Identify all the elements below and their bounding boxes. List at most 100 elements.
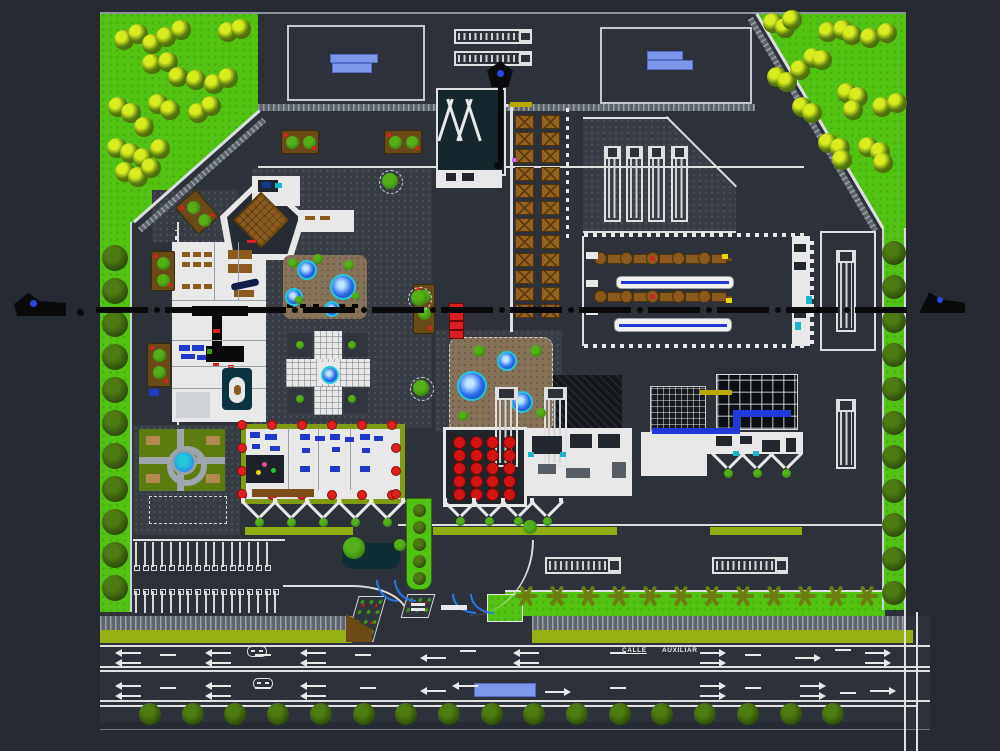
tree-icon bbox=[608, 703, 631, 725]
section-marker-left-dot bbox=[30, 300, 37, 307]
road-line bbox=[583, 231, 736, 233]
lane-arrow-part bbox=[306, 652, 326, 654]
tree-icon bbox=[651, 703, 674, 725]
parking-stripe bbox=[187, 542, 190, 567]
canopy-post bbox=[241, 498, 245, 502]
detail-spec bbox=[179, 345, 190, 351]
planter-tree-icon bbox=[184, 198, 203, 218]
umbrella-table-icon bbox=[469, 475, 483, 488]
parking-tick bbox=[238, 565, 245, 571]
tree-icon bbox=[882, 513, 906, 537]
detail-spec bbox=[252, 489, 314, 497]
detail-spec bbox=[275, 183, 282, 188]
detail-spec bbox=[360, 466, 370, 472]
parking-stripe bbox=[230, 542, 233, 567]
parking-tick bbox=[142, 589, 149, 595]
shrub-x-icon bbox=[701, 585, 723, 607]
truck-icon bbox=[671, 146, 688, 222]
tree-icon bbox=[139, 703, 161, 725]
lane-arrow-part bbox=[700, 685, 720, 687]
detail-spec bbox=[598, 434, 620, 448]
tree-icon bbox=[181, 703, 204, 725]
tree-icon bbox=[201, 96, 221, 116]
detail-spec bbox=[300, 434, 310, 440]
road-line bbox=[100, 630, 352, 643]
shrub-x-icon bbox=[670, 585, 692, 607]
canopy-post bbox=[273, 498, 277, 502]
lane-dash bbox=[255, 687, 271, 689]
lane-arrow-part bbox=[115, 692, 122, 700]
lane-dash bbox=[355, 654, 371, 656]
bush-icon bbox=[295, 296, 303, 304]
parking-tick bbox=[142, 565, 149, 571]
canopy-plant-icon bbox=[513, 516, 523, 526]
crate-icon bbox=[515, 149, 534, 164]
truck-cab bbox=[608, 559, 621, 572]
fountain-icon bbox=[171, 449, 197, 475]
detail-spec bbox=[288, 428, 289, 490]
parking-stripe bbox=[195, 542, 198, 567]
planter-tree-icon bbox=[156, 257, 170, 270]
section-line-segment bbox=[234, 307, 286, 313]
column-icon bbox=[391, 489, 401, 499]
lane-arrow-part bbox=[519, 662, 539, 664]
axis-end-dot bbox=[494, 162, 503, 169]
crate-icon bbox=[515, 269, 534, 284]
road-line bbox=[100, 670, 930, 672]
lane-arrow-part bbox=[452, 682, 459, 690]
planter-tree-icon bbox=[412, 538, 426, 551]
tree-icon bbox=[224, 703, 247, 725]
parking-tick bbox=[255, 565, 262, 571]
bush-icon bbox=[343, 537, 365, 559]
detail-spec bbox=[262, 462, 267, 467]
umbrella-table-icon bbox=[502, 462, 516, 475]
canopy-plant-icon bbox=[542, 516, 552, 526]
lane-dash bbox=[840, 692, 856, 694]
service-rooms-ext bbox=[641, 454, 707, 476]
tree-icon bbox=[134, 117, 154, 137]
truck-cab bbox=[673, 146, 686, 159]
lane-arrow-icon bbox=[865, 649, 891, 657]
detail-spec bbox=[213, 329, 220, 333]
road-line bbox=[130, 222, 132, 612]
lane-arrow-part bbox=[205, 692, 212, 700]
parking-tick bbox=[168, 589, 175, 595]
column-icon bbox=[357, 490, 367, 500]
detail-spec bbox=[586, 280, 598, 287]
truck-cab bbox=[838, 399, 854, 412]
parking-stripe bbox=[143, 591, 146, 613]
parking-tick bbox=[160, 589, 167, 595]
detail-spec bbox=[806, 296, 812, 304]
crate-icon bbox=[515, 132, 534, 147]
detail-spec bbox=[172, 340, 266, 341]
tree-ring bbox=[410, 377, 434, 401]
tree-icon bbox=[882, 547, 906, 571]
detail-spec bbox=[270, 446, 280, 451]
crate-icon bbox=[515, 218, 534, 233]
tree-icon bbox=[218, 68, 238, 88]
truck-cab bbox=[497, 387, 516, 400]
section-dot bbox=[222, 307, 229, 313]
parking-tick bbox=[194, 589, 201, 595]
lane-arrow-part bbox=[795, 657, 815, 659]
lane-arrow-part bbox=[719, 682, 726, 690]
detail-spec bbox=[374, 436, 383, 441]
detail-spec bbox=[192, 306, 248, 316]
detail-spec bbox=[733, 451, 739, 456]
section-line-segment bbox=[855, 307, 907, 313]
tree-icon bbox=[102, 377, 128, 403]
detail-spec bbox=[206, 436, 220, 445]
detail-spec bbox=[650, 256, 655, 261]
section-line-segment bbox=[717, 307, 769, 313]
lane-arrow-part bbox=[420, 654, 427, 662]
detail-spec bbox=[252, 444, 260, 449]
lane-arrow-part bbox=[800, 685, 820, 687]
detail-spec bbox=[302, 448, 310, 453]
planter-tree-icon bbox=[412, 504, 426, 517]
tree-icon bbox=[802, 103, 822, 123]
lane-dash bbox=[610, 652, 626, 654]
parking-tick bbox=[134, 565, 140, 571]
detail-spec bbox=[795, 322, 801, 330]
fountain-icon bbox=[330, 274, 356, 300]
detail-spec bbox=[462, 173, 474, 181]
